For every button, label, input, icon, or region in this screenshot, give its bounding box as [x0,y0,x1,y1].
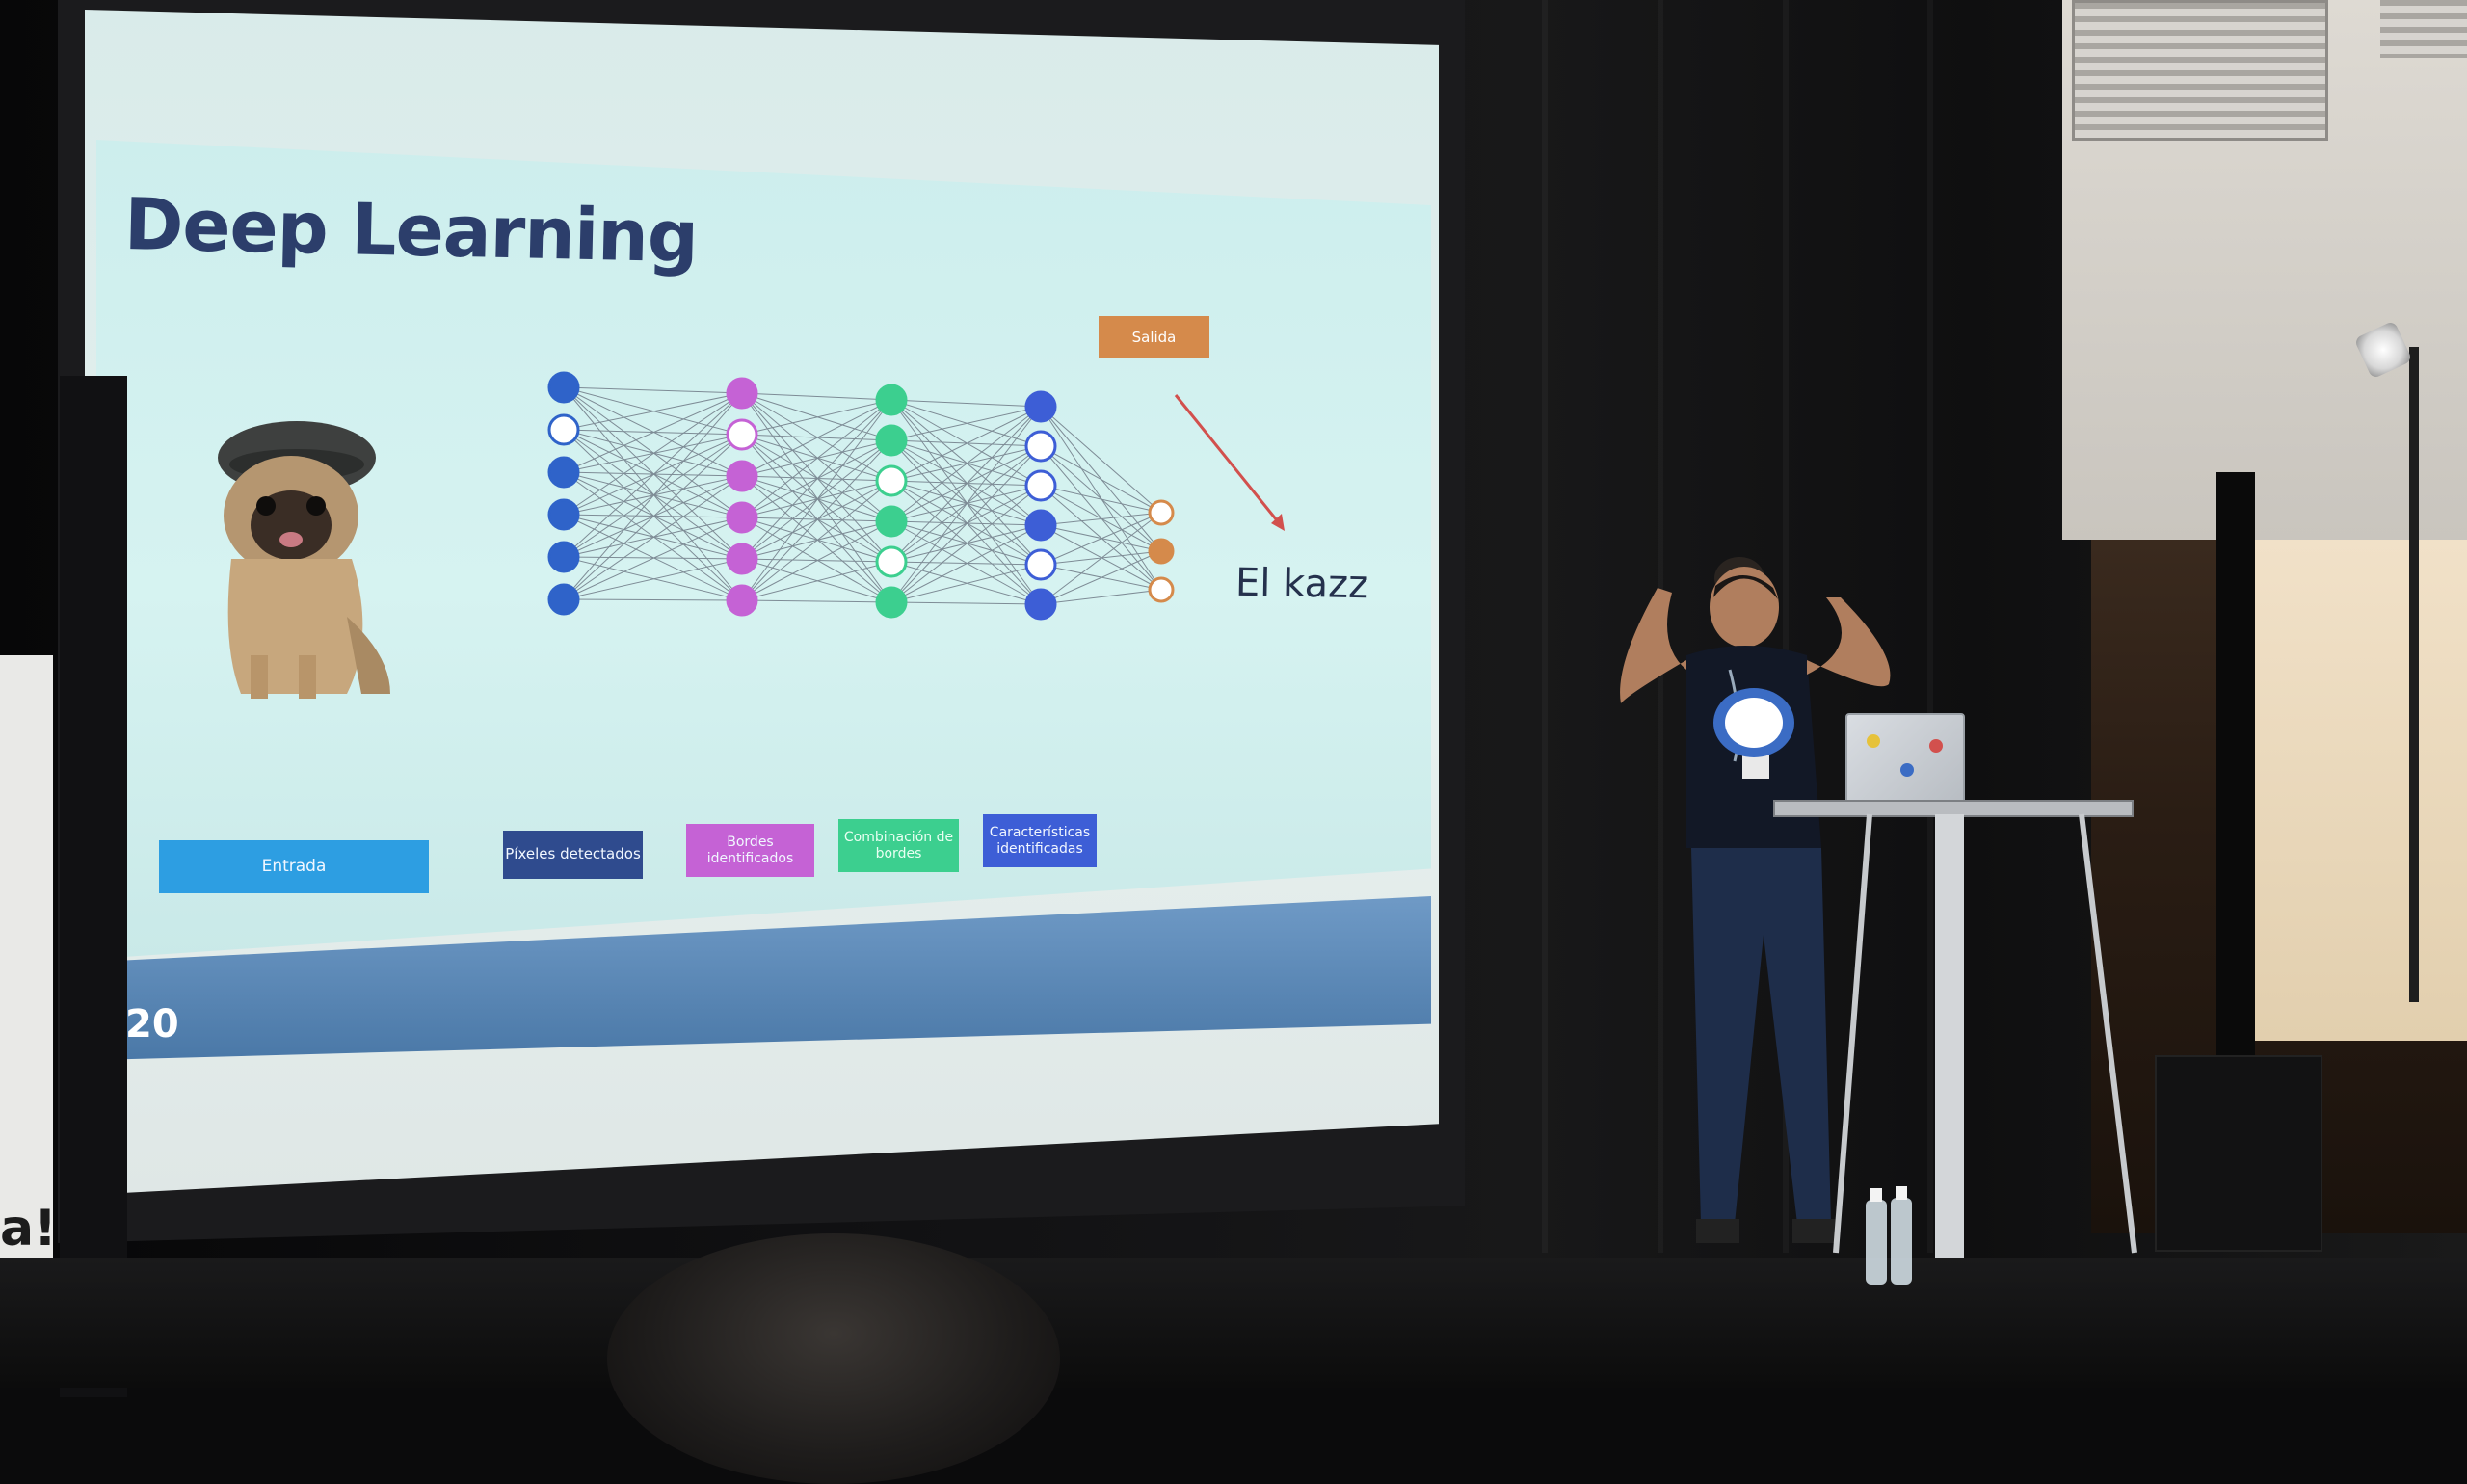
speaker-column [2216,472,2255,1070]
floor-speaker [2155,1055,2322,1252]
network-connection [890,445,1042,603]
air-vent [2072,0,2328,141]
network-connection [741,392,892,401]
network-node [1148,538,1175,565]
network-connection [563,517,743,600]
output-tag: Salida [1099,316,1209,358]
network-node [1148,499,1175,526]
lamp-stand [2409,347,2419,1002]
slide-page-number: 20 [125,1002,179,1047]
network-connection [890,399,1042,408]
water-bottles-icon [1866,1186,1912,1285]
air-vent [2380,0,2467,58]
network-node [547,583,580,616]
network-connection [741,399,892,477]
layer-tag-pixels: Píxeles detectados [503,831,643,879]
network-node [875,505,908,538]
network-node [547,541,580,573]
podium-legs [1833,813,2137,1258]
network-connection [741,399,892,518]
banner-text: a! [0,1200,57,1258]
network-connection [890,406,1042,441]
network-node [726,418,758,451]
network-node [1024,469,1057,502]
network-connection [741,399,892,560]
neural-network-diagram [547,371,1175,621]
network-connection [1040,485,1162,514]
network-node [726,377,758,410]
layer-tag-features: Características identificadas [983,814,1097,867]
pug-image-icon [218,421,390,699]
network-connection [1040,589,1162,605]
network-connection [741,399,892,436]
network-connection [563,392,743,600]
sticker [1900,763,1914,777]
network-connection [563,392,743,558]
network-node [726,584,758,617]
curtain-fold [1542,0,1548,1253]
network-connection [741,439,892,601]
network-node [1024,390,1057,423]
laptop-icon [1845,713,1965,808]
network-connection [890,564,1042,603]
network-connection [890,406,1042,563]
network-connection [890,485,1042,603]
network-connection [741,599,892,603]
output-label: El kazz [1234,560,1369,608]
network-connection [1040,512,1162,605]
network-connection [890,406,1042,482]
network-connection [890,406,1042,603]
network-node [1024,509,1057,542]
network-node [875,545,908,578]
network-connection [563,558,743,600]
lit-room [2255,540,2467,1041]
network-connection [890,524,1042,603]
network-connection [563,434,743,600]
network-connection [563,392,743,473]
network-connection [741,520,892,601]
slide-title: Deep Learning [123,183,699,279]
network-connection [890,406,1042,522]
network-connection [1040,445,1162,514]
network-connection [563,392,743,431]
network-connection [741,561,892,601]
network-connection [890,601,1042,605]
network-node [875,586,908,619]
network-node [875,384,908,416]
network-connection [563,598,743,601]
network-connection [563,475,743,600]
network-node [547,498,580,531]
sticker [1867,734,1880,748]
network-node [726,460,758,492]
network-connection [563,386,743,394]
network-node [1024,548,1057,581]
arrow-icon [1174,394,1285,531]
layer-tag-combination: Combinación de bordes [838,819,959,872]
network-node [547,371,580,404]
network-node [547,413,580,446]
network-node [1024,430,1057,463]
network-connection [1040,512,1162,526]
network-node [875,424,908,457]
network-node [1024,588,1057,621]
sticker [1929,739,1943,753]
network-node [547,456,580,489]
layer-tag-input: Entrada [159,840,429,893]
network-connection [1040,406,1162,514]
network-connection [1040,550,1162,605]
network-connection [1040,512,1162,566]
network-connection [741,399,892,601]
layer-tag-edges: Bordes identificados [686,824,814,877]
left-speaker-column [60,376,127,1397]
network-node [1148,576,1175,603]
audience-head [607,1233,1060,1484]
network-node [875,464,908,497]
network-node [726,501,758,534]
presenter [1620,557,1891,1243]
stage-floor [0,1258,2467,1388]
network-connection [563,392,743,516]
network-connection [741,480,892,601]
network-node [726,543,758,575]
